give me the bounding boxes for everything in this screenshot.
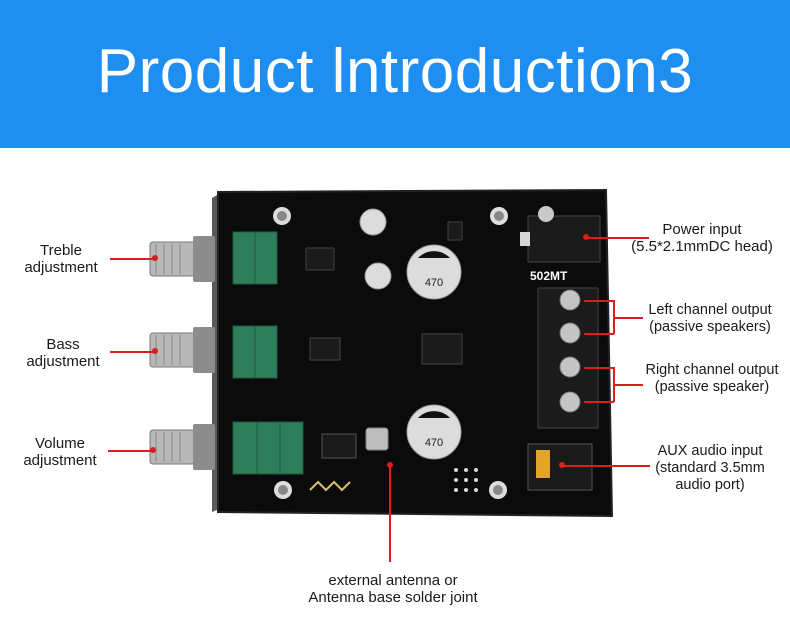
leader-right-channel [584,367,614,369]
leader-right-channel [584,401,614,403]
label-treble-text: Treble adjustment [24,242,98,276]
dot-bass [152,348,158,354]
terminal-screw [559,289,581,311]
label-right-channel: Right channel output (passive speaker) [634,362,790,396]
label-bass: Bass adjustment [16,336,110,370]
pad-grid [454,468,478,492]
terminal-screw [559,391,581,413]
label-left-channel: Left channel output (passive speakers) [640,302,780,336]
title-banner: Product lntroduction3 [0,0,790,148]
label-bass-text: Bass adjustment [26,336,100,370]
label-right-channel-text: Right channel output (passive speaker) [645,362,779,395]
leader-treble [110,258,155,260]
treble-knob [149,236,215,282]
label-left-channel-text: Left channel output (passive speakers) [648,302,772,335]
antenna-trace [309,480,351,492]
crystal [365,427,389,451]
leader-aux [562,465,650,467]
pcb-board [217,188,614,518]
capacitor-bottom: 470 [406,404,462,460]
dot-treble [152,255,158,261]
label-aux-text: AUX audio input (standard 3.5mm audio po… [655,443,765,493]
volume-knob [149,424,215,470]
leader-power [586,237,649,239]
label-power-text: Power input (5.5*2.1mmDC head) [631,221,773,255]
volume-potentiometer [232,421,304,475]
label-antenna: external antenna or Antenna base solder … [288,572,498,606]
leader-right-channel [613,384,643,386]
label-volume-text: Volume adjustment [23,435,97,469]
page-title: Product lntroduction3 [96,37,694,106]
leader-left-channel [584,300,614,302]
dot-aux [559,462,565,468]
leader-bass [110,351,155,353]
small-capacitor [364,262,392,290]
svg-text:470: 470 [425,277,443,289]
label-power: Power input (5.5*2.1mmDC head) [622,221,782,255]
bass-knob [149,327,215,373]
leader-left-channel [613,317,643,319]
label-aux: AUX audio input (standard 3.5mm audio po… [644,443,776,494]
amplifier-chip [421,333,463,365]
board-model-label: 502MT [530,269,568,283]
terminal-screw [559,356,581,378]
ic-chip [305,247,335,271]
leader-antenna [389,466,391,562]
small-capacitor [359,208,387,236]
leader-left-channel [584,333,614,335]
dot-volume [150,447,156,453]
bluetooth-chip [321,433,357,459]
dot-power [583,234,589,240]
label-volume: Volume adjustment [12,435,108,469]
dot-antenna [387,462,393,468]
power-jack [527,215,601,263]
svg-text:470: 470 [425,437,443,449]
label-treble: Treble adjustment [14,242,108,276]
leader-volume [108,450,153,452]
label-antenna-text: external antenna or Antenna base solder … [308,572,478,606]
capacitor-top: 470 [406,244,462,300]
ic-chip [309,337,341,361]
terminal-screw [559,322,581,344]
